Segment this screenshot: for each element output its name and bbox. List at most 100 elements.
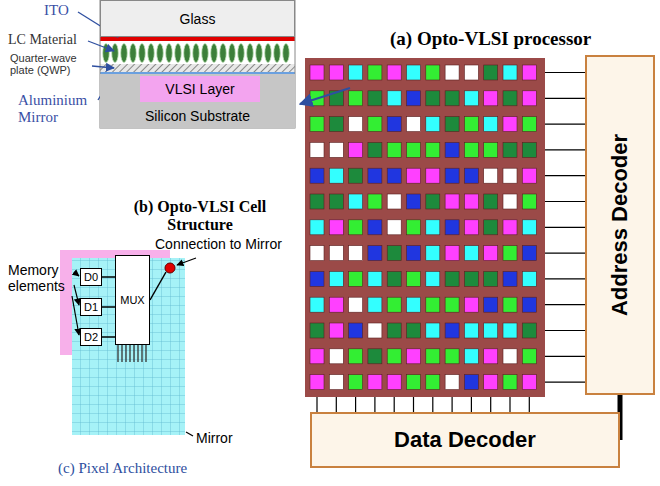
lc-molecule xyxy=(229,44,236,63)
pixel-cell xyxy=(310,375,324,390)
pixel-cell xyxy=(464,323,478,338)
mux-pin xyxy=(129,345,130,362)
pixel-cell xyxy=(329,168,343,183)
layer-label: ITO xyxy=(44,2,69,19)
pixel-cell xyxy=(522,323,536,338)
pixel-cell xyxy=(407,65,421,80)
pixel-cell xyxy=(387,194,401,209)
pixel-cell xyxy=(464,375,478,390)
pixel-cell xyxy=(464,65,478,80)
pixel-cell xyxy=(522,142,536,157)
pixel-cell xyxy=(368,375,382,390)
pixel-cell xyxy=(407,375,421,390)
pixel-cell xyxy=(368,142,382,157)
pixel-cell xyxy=(426,91,440,106)
leader-line xyxy=(92,66,114,68)
node-text: Address Decoder xyxy=(607,134,633,316)
pixel-cells xyxy=(310,65,536,390)
pixel-cell xyxy=(426,194,440,209)
pixel-cell xyxy=(310,297,324,312)
pixel-cell xyxy=(387,91,401,106)
pixel-cell xyxy=(503,246,517,261)
pixel-cell xyxy=(503,117,517,132)
address-decoder: Address Decoder xyxy=(585,55,655,395)
pixel-cell xyxy=(387,168,401,183)
pixel-cell xyxy=(522,375,536,390)
pixel-cell xyxy=(503,220,517,235)
pixel-cell xyxy=(407,349,421,364)
data-line xyxy=(316,397,317,412)
mux-pin xyxy=(125,345,126,362)
pixel-cell xyxy=(368,117,382,132)
pixel-cell xyxy=(445,323,459,338)
vlsi-layer: VLSI Layer xyxy=(140,76,260,102)
node-text: D2 xyxy=(84,331,98,343)
leader-line xyxy=(74,285,79,305)
silicon-substrate: Silicon SubstrateVLSI Layer xyxy=(100,74,295,128)
lc-molecule xyxy=(202,44,209,63)
pixel-cell xyxy=(407,91,421,106)
data-line xyxy=(336,397,337,412)
panel-title: (c) Pixel Architecture xyxy=(58,460,187,477)
pixel-cell xyxy=(522,91,536,106)
pixel-cell xyxy=(503,142,517,157)
pixel-cell xyxy=(368,194,382,209)
address-line xyxy=(545,123,585,124)
pixel-cell xyxy=(329,65,343,80)
pixel-cell xyxy=(522,297,536,312)
pixel-cell xyxy=(349,168,363,183)
pixel-cell xyxy=(426,349,440,364)
pixel-cell xyxy=(349,297,363,312)
callout-label: Connection to Mirror xyxy=(155,236,282,252)
pixel-cell xyxy=(368,91,382,106)
mux-pin xyxy=(121,345,122,362)
data-line xyxy=(452,397,453,412)
pixel-cell xyxy=(464,246,478,261)
data-line xyxy=(413,397,414,412)
pixel-cell xyxy=(349,91,363,106)
pixel-cell xyxy=(407,117,421,132)
pixel-cell xyxy=(310,246,324,261)
address-line xyxy=(545,382,585,383)
pixel-cell xyxy=(426,271,440,286)
pixel-cell xyxy=(368,65,382,80)
pixel-cell xyxy=(445,91,459,106)
pointer-arrow xyxy=(300,88,350,104)
lc-molecule xyxy=(112,44,119,63)
pixel-cell xyxy=(407,246,421,261)
data-line xyxy=(471,397,472,412)
bus-lines xyxy=(317,73,585,413)
pixel-cell xyxy=(426,168,440,183)
lc-molecule xyxy=(193,44,200,63)
pixel-cell xyxy=(445,246,459,261)
address-line xyxy=(545,72,585,73)
pixel-cell xyxy=(464,91,478,106)
pixel-cell xyxy=(426,65,440,80)
pixel-cell xyxy=(484,220,498,235)
pixel-cell xyxy=(484,349,498,364)
pixel-cell xyxy=(426,117,440,132)
callout-label: Memory elements xyxy=(8,262,70,294)
address-line xyxy=(545,278,585,279)
mirror-wire xyxy=(150,272,166,300)
pixel-cell xyxy=(407,220,421,235)
pixel-cell xyxy=(426,246,440,261)
address-line xyxy=(545,149,585,150)
address-line xyxy=(545,330,585,331)
pixel-cell xyxy=(387,117,401,132)
pixel-cell xyxy=(368,168,382,183)
pixel-cell xyxy=(310,271,324,286)
data-line xyxy=(490,397,491,412)
lc-molecule xyxy=(256,44,263,63)
pixel-cell xyxy=(484,297,498,312)
pixel-cell xyxy=(329,142,343,157)
pixel-cell xyxy=(310,142,324,157)
pixel-cell xyxy=(387,271,401,286)
node-text: D1 xyxy=(84,301,98,313)
pixel-cell xyxy=(407,168,421,183)
pixel-cell xyxy=(407,194,421,209)
memory-element: D1 xyxy=(80,298,102,316)
pixel-cell xyxy=(503,375,517,390)
pixel-cell xyxy=(464,349,478,364)
pixel-cell xyxy=(387,246,401,261)
